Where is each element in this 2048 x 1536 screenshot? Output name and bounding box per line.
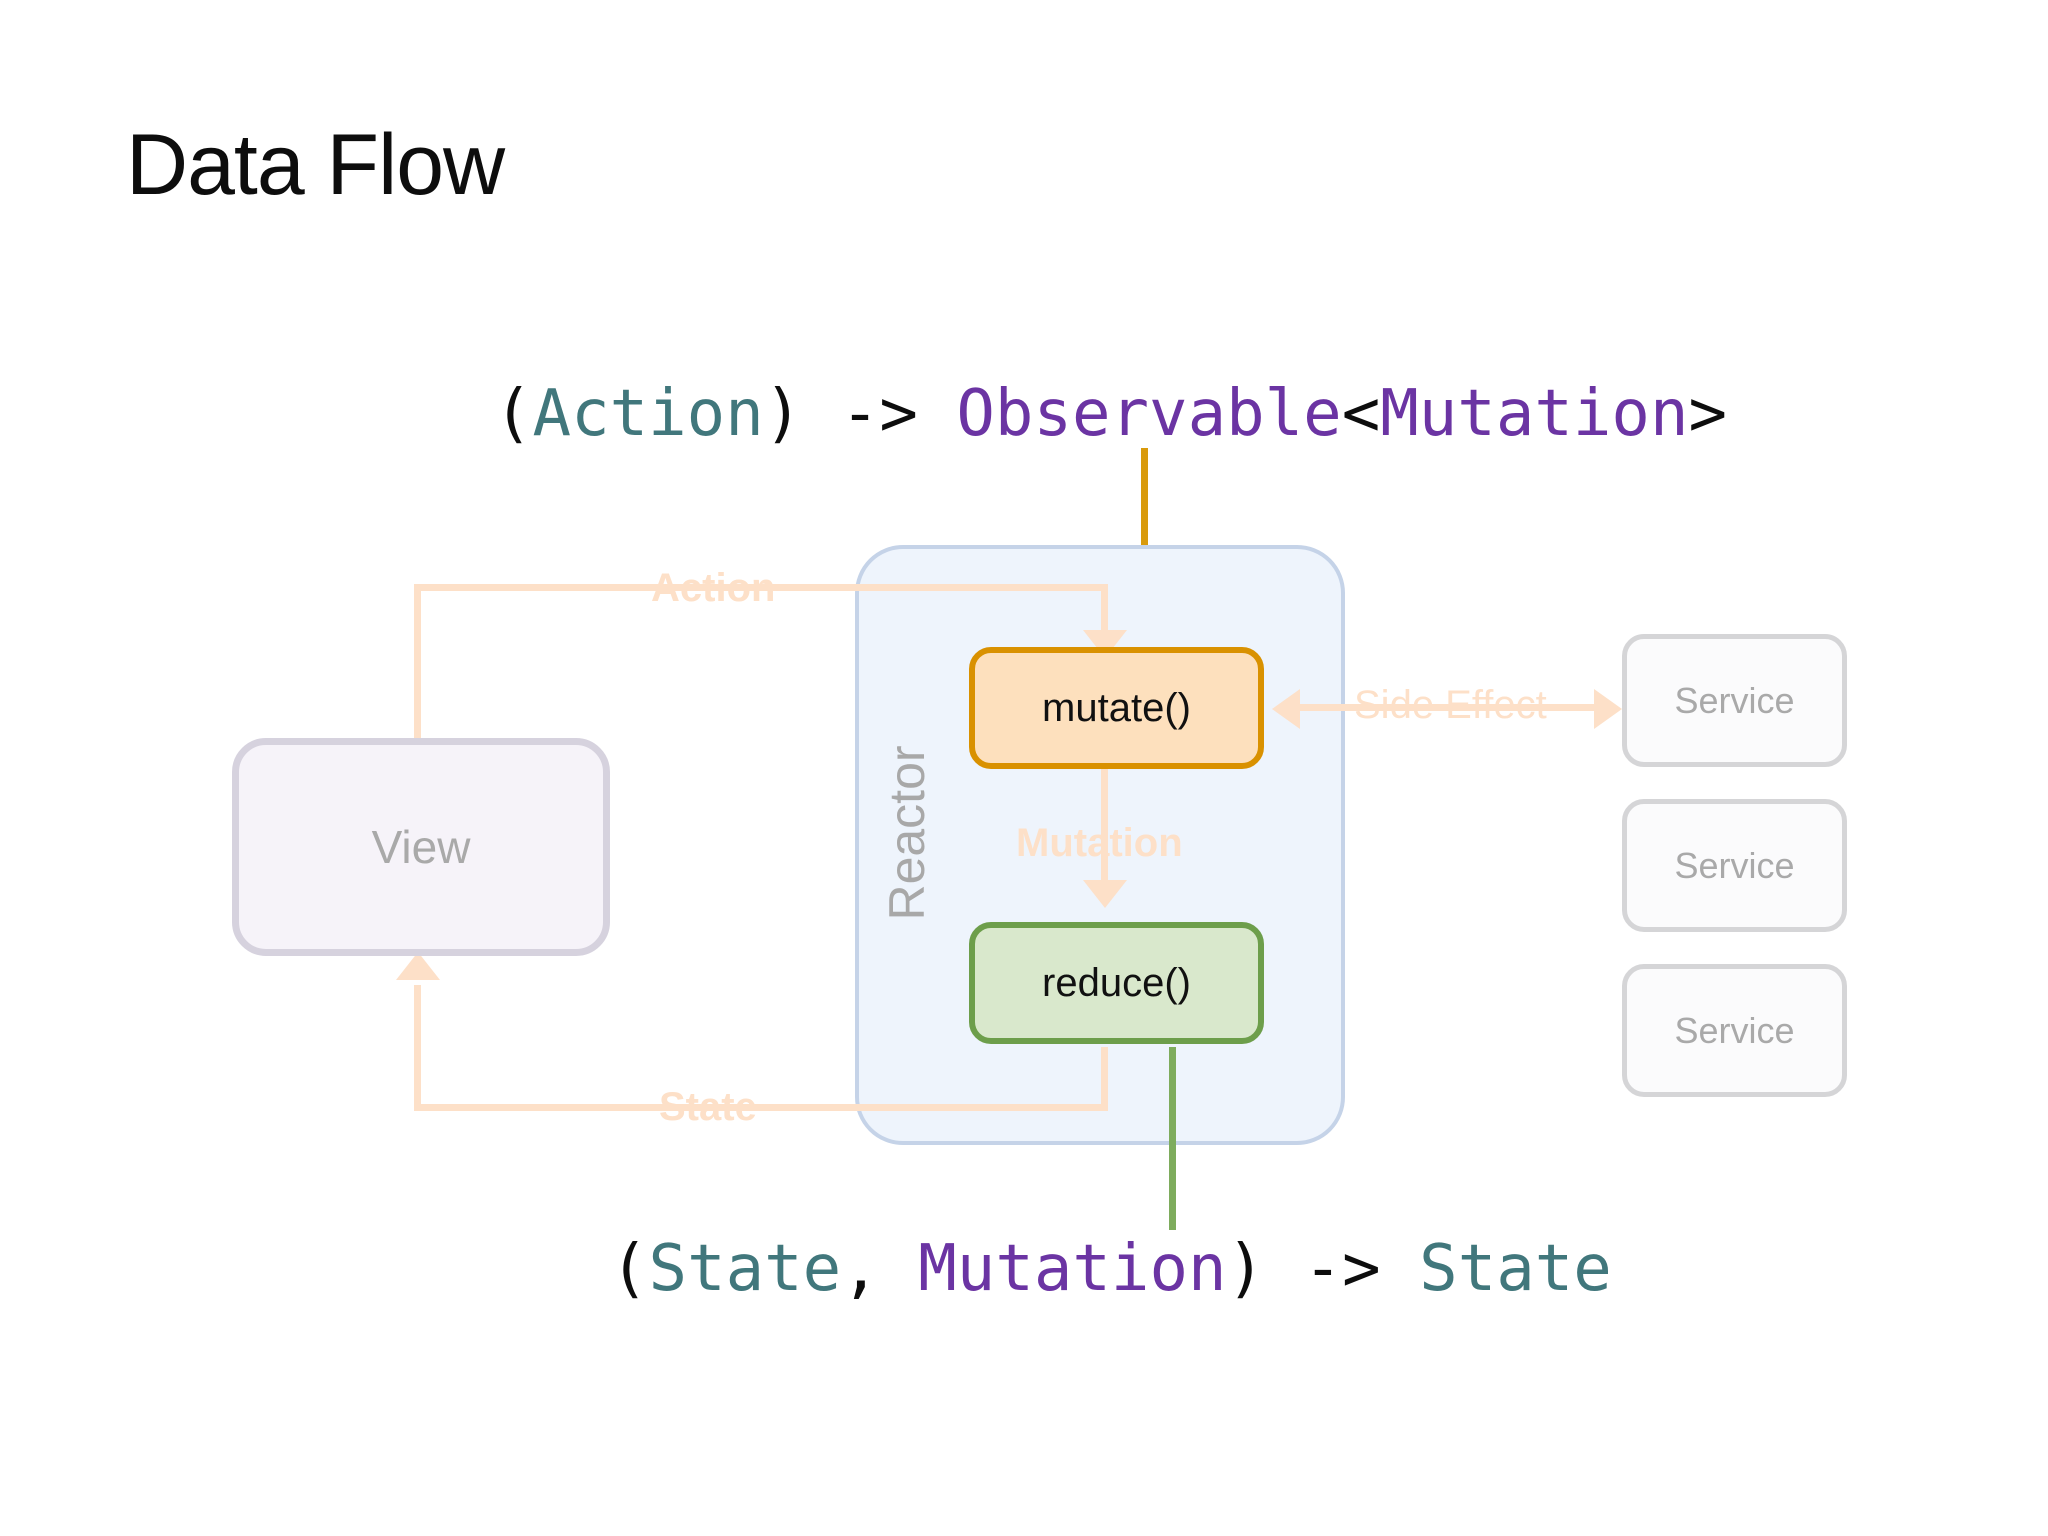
code-token-close-paren: ): [1226, 1232, 1266, 1306]
code-token-open-angle: <: [1341, 377, 1381, 451]
code-token-comma: ,: [841, 1232, 919, 1306]
code-token-observable: Observable: [956, 377, 1342, 451]
view-box-label: View: [371, 821, 471, 873]
code-token-action: Action: [532, 377, 764, 451]
reduce-box-label: reduce(): [1042, 960, 1191, 1005]
code-token-arrow: ->: [802, 377, 957, 451]
mutate-box-label: mutate(): [1042, 685, 1191, 730]
code-token-open-paren: (: [494, 377, 533, 451]
service-box[interactable]: Service: [1622, 964, 1847, 1097]
arrow-down-icon-mutation: [1083, 880, 1127, 908]
code-token-open-paren: (: [610, 1232, 649, 1306]
service-box-label: Service: [1674, 844, 1795, 886]
code-token-close-paren: ): [763, 377, 803, 451]
code-token-state-in: State: [648, 1232, 842, 1306]
view-box[interactable]: View: [232, 738, 610, 956]
flow-line-action-vertical-down: [1101, 584, 1108, 638]
flow-line-action-vertical-left: [414, 584, 421, 744]
reduce-box[interactable]: reduce(): [969, 922, 1264, 1044]
code-token-mutation: Mutation: [918, 1232, 1227, 1306]
code-token-mutation-highlighted: Mutation: [916, 1237, 1229, 1303]
code-token-close-angle: >: [1688, 377, 1727, 451]
arrow-left-icon-side-effect: [1272, 689, 1300, 729]
code-token-state-out: State: [1419, 1232, 1612, 1306]
service-box[interactable]: Service: [1622, 634, 1847, 767]
flow-label-side-effect: Side Effect: [1354, 683, 1547, 727]
code-token-mutation: Mutation: [1380, 377, 1689, 451]
flow-line-side-effect-horizontal: [1292, 704, 1610, 711]
flow-label-state: State: [659, 1085, 757, 1129]
service-box-label: Service: [1674, 1009, 1795, 1051]
green-connector-line: [1169, 1047, 1176, 1230]
code-token-mutation-highlighted: Mutation: [1378, 382, 1691, 448]
mutate-box[interactable]: mutate(): [969, 647, 1264, 769]
flow-line-mutation-vertical: [1101, 769, 1108, 891]
flow-label-action: Action: [651, 566, 776, 610]
code-signature-top: (Action) -> Observable<Mutation>: [494, 382, 1727, 448]
service-box-label: Service: [1674, 679, 1795, 721]
reactor-label-text: Reactor: [879, 745, 935, 921]
code-signature-bottom: (State, Mutation) -> State: [610, 1237, 1612, 1303]
reactor-label: Reactor: [878, 703, 936, 963]
flow-label-mutation: Mutation: [1016, 821, 1183, 865]
code-token-arrow: ->: [1265, 1232, 1420, 1306]
flow-line-state-vertical-down: [1101, 1047, 1108, 1111]
page-title: Data Flow: [126, 117, 505, 213]
arrow-up-icon-state: [396, 952, 440, 980]
flow-line-action-horizontal: [414, 584, 1108, 591]
flow-line-state-horizontal: [414, 1104, 1108, 1111]
service-box[interactable]: Service: [1622, 799, 1847, 932]
flow-line-state-vertical-up: [414, 985, 421, 1109]
arrow-right-icon-side-effect: [1594, 689, 1622, 729]
